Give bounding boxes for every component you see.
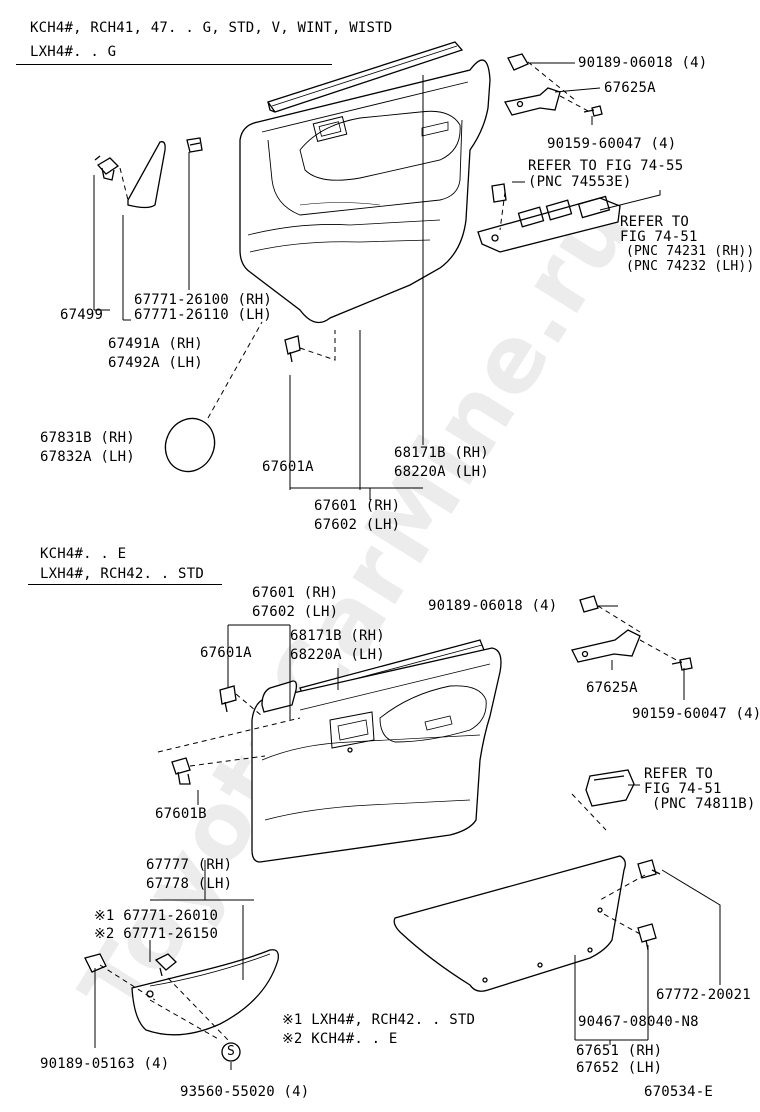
upper-dashed-lines <box>119 61 591 419</box>
lower-fastener-67601B <box>171 757 191 785</box>
s-mark-circle <box>221 1042 241 1062</box>
lower-screw-90159 <box>671 657 693 671</box>
lower-label-67777: 67777 (RH) <box>146 857 233 873</box>
lower-label-93560: 93560-55020 (4) <box>180 1084 310 1100</box>
upper-label-68220A: 68220A (LH) <box>394 464 489 480</box>
lower-label-refer-c: (PNC 74811B) <box>652 796 756 812</box>
lower-label-67652: 67652 (LH) <box>576 1060 663 1076</box>
upper-label-67625A: 67625A <box>604 80 656 96</box>
upper-door-trim-panel <box>239 59 491 324</box>
lower-clip-90189 <box>579 595 599 613</box>
upper-label-67492A: 67492A (LH) <box>108 355 203 371</box>
upper-label-67499: 67499 <box>60 307 104 323</box>
upper-weatherstrip <box>266 41 464 113</box>
upper-bracket-67625A <box>504 87 561 116</box>
lower-label-67625A: 67625A <box>586 680 638 696</box>
lower-label-refer-a: REFER TO <box>644 766 714 782</box>
upper-label-67491A: 67491A (RH) <box>108 336 203 352</box>
lower-label-note2-part: ※2 67771-26150 <box>94 926 219 942</box>
upper-label-67831B: 67831B (RH) <box>40 430 135 446</box>
lower-clip-67771 <box>154 953 177 977</box>
upper-label-refer-55-a: REFER TO FIG 74-55 <box>528 158 684 174</box>
lower-label-67772: 67772-20021 <box>656 987 751 1003</box>
lower-label-90189-05163: 90189-05163 (4) <box>40 1056 170 1072</box>
upper-label-refer-51-c: (PNC 74231 (RH)) <box>626 244 755 259</box>
lower-dashed-lines <box>99 605 681 1041</box>
lower-fastener-67601A <box>219 685 237 713</box>
lower-clip-90189-05163 <box>84 953 107 973</box>
upper-label-67602: 67602 (LH) <box>314 517 401 533</box>
lower-bracket-67625A <box>571 629 641 663</box>
upper-switch-base <box>477 195 621 253</box>
upper-clip-67771 <box>186 137 203 153</box>
lower-board-67651 <box>393 855 626 992</box>
lower-label-90159-60047: 90159-60047 (4) <box>632 706 760 722</box>
upper-label-refer-51-d: (PNC 74232 (LH)) <box>626 259 755 274</box>
upper-label-refer-55-b: (PNC 74553E) <box>528 174 632 190</box>
lower-header-line2: LXH4#, RCH42. . STD <box>40 566 204 582</box>
upper-label-67601: 67601 (RH) <box>314 498 401 514</box>
lower-label-refer-b: FIG 74-51 <box>644 781 722 797</box>
upper-screw-90159 <box>583 105 603 117</box>
s-mark-letter: S <box>227 1044 236 1059</box>
upper-header-underline <box>16 64 332 65</box>
upper-leaders <box>93 62 661 500</box>
lower-label-90189-06018: 90189-06018 (4) <box>428 598 558 614</box>
upper-header-line2: LXH4#. . G <box>30 44 117 60</box>
upper-label-68171B: 68171B (RH) <box>394 445 489 461</box>
legend-2: ※2 KCH4#. . E <box>282 1031 398 1047</box>
upper-garnish-67491A <box>127 141 166 209</box>
upper-label-67832A: 67832A (LH) <box>40 449 135 465</box>
diagram-id: 670534-E <box>644 1084 714 1100</box>
lower-pocket-74811B <box>585 769 635 807</box>
upper-label-refer-51-b: FIG 74-51 <box>620 229 698 245</box>
upper-label-67771-26100: 67771-26100 (RH) <box>134 292 273 308</box>
lower-label-67651: 67651 (RH) <box>576 1043 663 1059</box>
upper-header-line1: KCH4#, RCH41, 47. . G, STD, V, WINT, WIS… <box>30 20 393 36</box>
lower-label-67602: 67602 (LH) <box>252 604 339 620</box>
lower-label-67778: 67778 (LH) <box>146 876 233 892</box>
lower-header-underline <box>28 584 222 585</box>
lower-label-68220A: 68220A (LH) <box>290 647 385 663</box>
upper-label-90159-60047: 90159-60047 (4) <box>547 136 677 152</box>
lower-label-67601A: 67601A <box>200 645 252 661</box>
lower-header-line1: KCH4#. . E <box>40 546 127 562</box>
upper-label-90189-06018: 90189-06018 (4) <box>578 55 708 71</box>
lower-label-68171B: 68171B (RH) <box>290 628 385 644</box>
lower-armrest-67777 <box>131 949 279 1036</box>
legend-1: ※1 LXH4#, RCH42. . STD <box>282 1012 476 1028</box>
upper-label-refer-51-a: REFER TO <box>620 214 690 230</box>
lower-label-67601: 67601 (RH) <box>252 585 339 601</box>
lower-leaders <box>94 605 721 1070</box>
upper-fastener-67601A <box>284 335 301 363</box>
lower-label-67601B: 67601B <box>155 806 207 822</box>
upper-part-74553E <box>491 183 507 203</box>
lower-label-note1-part: ※1 67771-26010 <box>94 908 219 924</box>
lower-door-trim-panel <box>251 647 502 863</box>
lower-fastener-67772 <box>637 859 661 879</box>
lower-fastener-90467 <box>637 923 657 951</box>
upper-clip-90189 <box>507 53 529 71</box>
upper-seal-67831B <box>164 417 216 473</box>
upper-label-67771-26110: 67771-26110 (LH) <box>134 307 273 323</box>
upper-label-67601A: 67601A <box>262 459 314 475</box>
lower-label-90467: 90467-08040-N8 <box>578 1014 699 1030</box>
upper-clip-67499 <box>94 155 120 181</box>
